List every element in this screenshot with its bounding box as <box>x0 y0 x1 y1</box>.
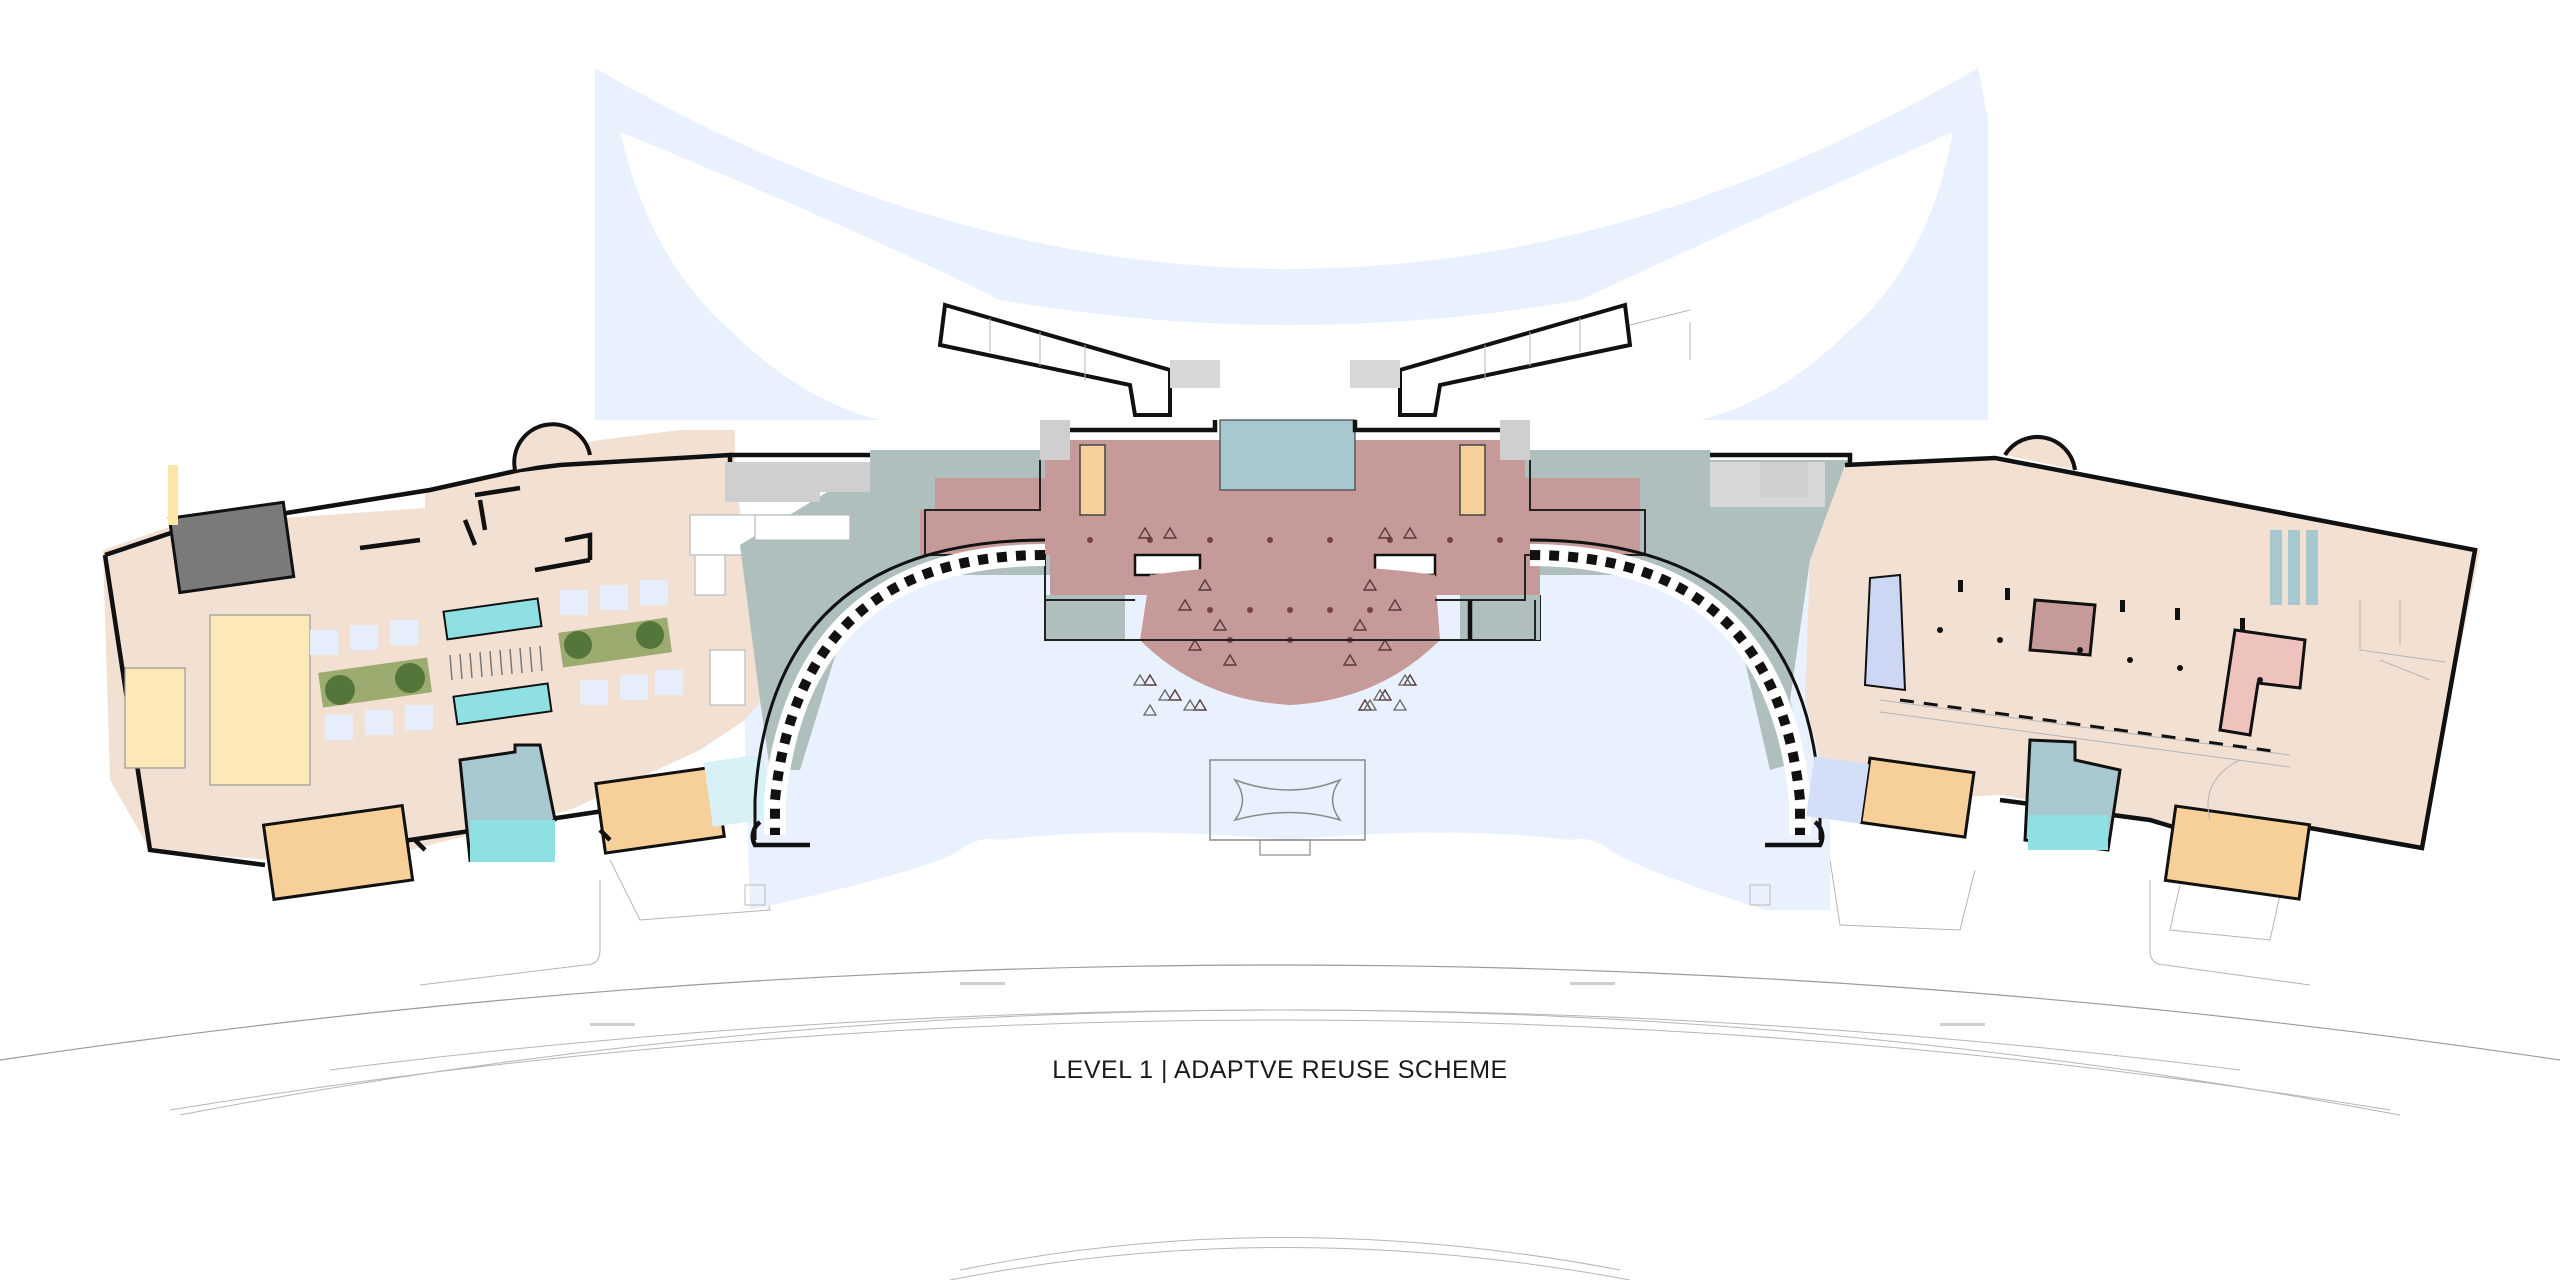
plan-caption: LEVEL 1 | ADAPTVE REUSE SCHEME <box>1052 1056 1508 1084</box>
left-wing <box>102 422 821 902</box>
right-wing <box>1805 434 2480 901</box>
arcade <box>750 538 1825 848</box>
north-canopy <box>595 68 1988 420</box>
south-plaza <box>740 560 1830 910</box>
site-lines <box>0 849 2560 1280</box>
